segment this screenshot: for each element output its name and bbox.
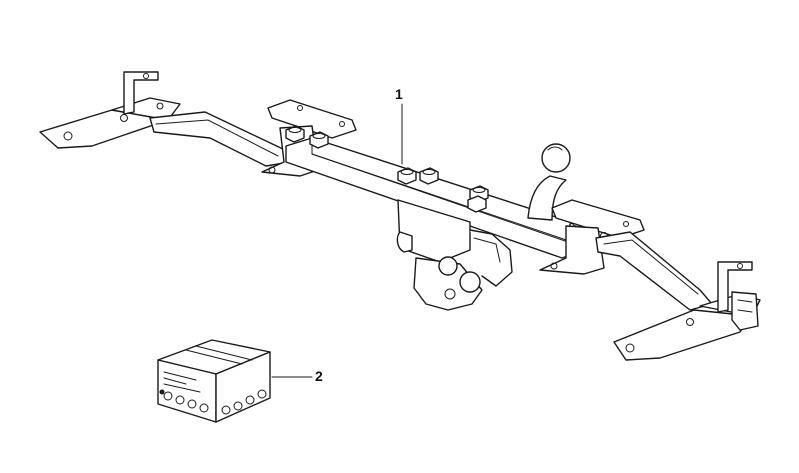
tow-ball bbox=[527, 143, 571, 221]
right-side-rail bbox=[595, 231, 713, 311]
left-side-rail bbox=[149, 111, 291, 167]
left-mounting-plate bbox=[39, 97, 181, 149]
right-center-bracket bbox=[539, 199, 645, 275]
callout-label-1: 1 bbox=[395, 86, 403, 102]
hitch-coupling bbox=[396, 199, 513, 311]
tow-bar-assembly[interactable] bbox=[39, 71, 761, 361]
electrical-kit-box[interactable] bbox=[157, 339, 271, 423]
connector-holes bbox=[163, 389, 267, 415]
callout-label-2: 2 bbox=[315, 368, 323, 384]
right-end-block bbox=[731, 291, 759, 331]
left-upright-tab bbox=[123, 71, 159, 115]
right-upright-tab bbox=[717, 261, 753, 313]
